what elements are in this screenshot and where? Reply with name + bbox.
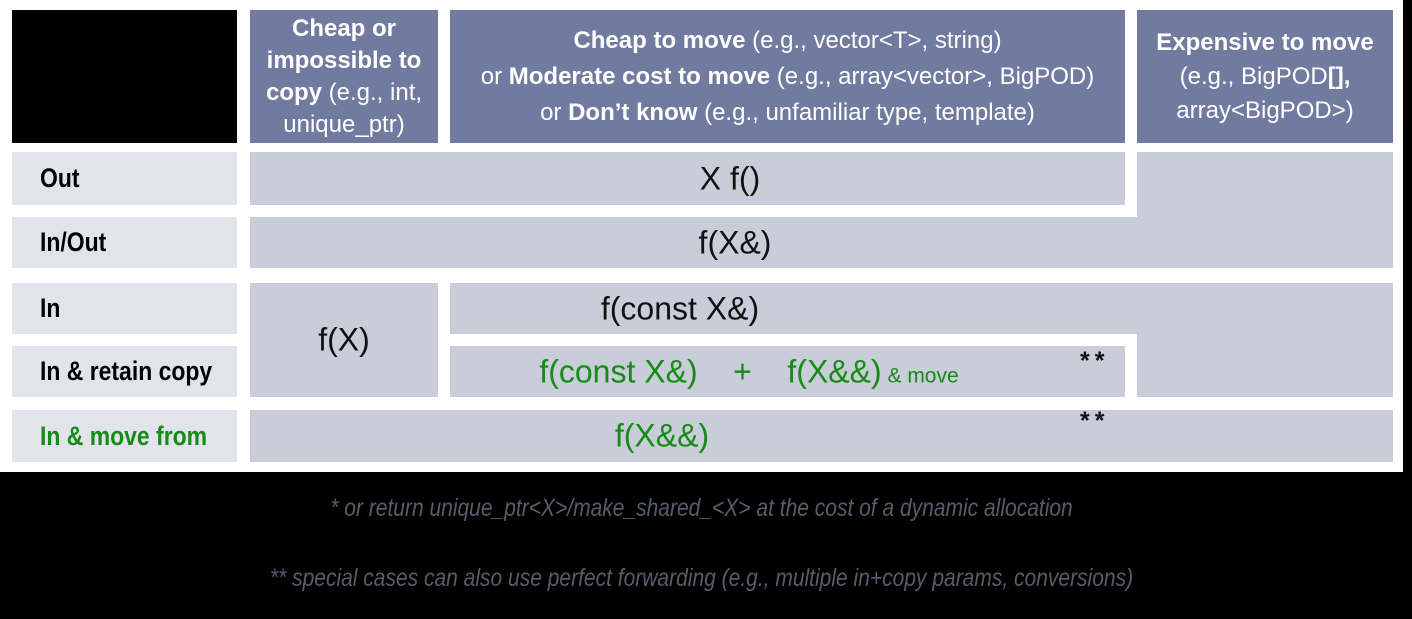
double-asterisk-marker: ** bbox=[1080, 347, 1110, 375]
cell-in-retain-copy bbox=[450, 346, 1125, 397]
footnote-double-asterisk: ** special cases can also use perfect fo… bbox=[269, 564, 1134, 592]
cell-in-expensive-span bbox=[1137, 283, 1393, 397]
signature-in-retain-copy: f(const X&) + f(X&&) & move bbox=[539, 353, 959, 390]
row-label-inout: In/Out bbox=[12, 217, 237, 268]
header-line: array<BigPOD>) bbox=[1176, 96, 1354, 124]
double-asterisk-marker: ** bbox=[1080, 407, 1110, 435]
header-line: or Moderate cost to move (e.g., array<ve… bbox=[480, 62, 1095, 90]
footnote-single-asterisk: * or return unique_ptr<X>/make_shared_<X… bbox=[330, 494, 1073, 522]
header-line: (e.g., BigPOD[], bbox=[1179, 62, 1351, 90]
row-label-in: In bbox=[12, 283, 237, 334]
cell-in-move-from bbox=[250, 410, 1393, 462]
header-line: Expensive to move bbox=[1156, 28, 1374, 56]
cell-out-return-by-value bbox=[250, 152, 1125, 205]
signature-inout: f(X&) bbox=[698, 224, 772, 261]
corner-block bbox=[12, 10, 237, 143]
signature-out: X f() bbox=[699, 160, 761, 197]
signature-in-const-ref: f(const X&) bbox=[600, 290, 760, 327]
header-line: Cheap to move (e.g., vector<T>, string) bbox=[573, 26, 1002, 54]
column-header-cheap-move: Cheap to move (e.g., vector<T>, string) … bbox=[450, 10, 1125, 143]
move-suffix: & move bbox=[881, 364, 959, 388]
header-text: Cheap or impossible to copy (e.g., int, … bbox=[265, 14, 423, 138]
row-label-in-move-from: In & move from bbox=[12, 410, 237, 462]
row-label-in-retain-copy: In & retain copy bbox=[12, 346, 237, 397]
column-header-expensive-move: Expensive to move (e.g., BigPOD[], array… bbox=[1137, 10, 1393, 143]
signature-in-move-from: f(X&&) bbox=[614, 417, 710, 454]
header-line: or Don’t know (e.g., unfamiliar type, te… bbox=[540, 98, 1035, 126]
cell-inout-band bbox=[250, 217, 1393, 268]
row-label-out: Out bbox=[12, 152, 237, 205]
signature-in-value: f(X) bbox=[318, 321, 370, 358]
cell-in-pass-by-value bbox=[250, 283, 438, 397]
column-header-cheap-copy: Cheap or impossible to copy (e.g., int, … bbox=[250, 10, 438, 143]
